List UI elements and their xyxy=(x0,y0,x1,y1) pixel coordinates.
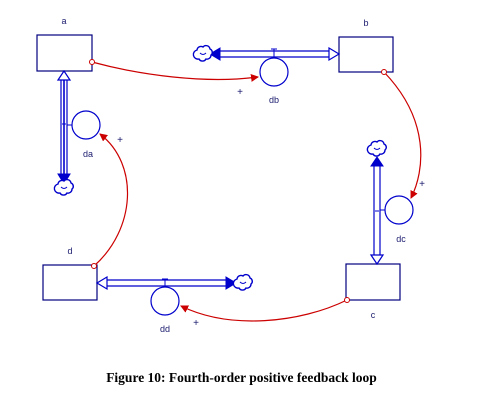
stock-a-label: a xyxy=(61,16,66,26)
flow-db-label: db xyxy=(269,95,279,105)
valve-icon xyxy=(71,110,101,140)
valve-icon xyxy=(150,286,180,316)
stock-d-label: d xyxy=(67,246,72,256)
valve-dc[interactable]: dc xyxy=(380,195,414,244)
cloud-icon xyxy=(366,139,387,157)
flow-dd-label: dd xyxy=(160,324,170,334)
figure-caption: Figure 10: Fourth-order positive feedbac… xyxy=(106,370,377,385)
stock-c-label: c xyxy=(371,310,376,320)
stock-d[interactable]: d xyxy=(42,246,98,301)
flow-pipe-db xyxy=(209,46,341,62)
stock-b[interactable]: b xyxy=(338,18,394,73)
link-d-da-polarity: + xyxy=(117,135,123,146)
stock-a[interactable]: a xyxy=(36,16,93,72)
stock-b-label: b xyxy=(363,18,368,28)
link-a-db-polarity: + xyxy=(237,87,243,98)
link-a-to-db[interactable]: + xyxy=(89,59,259,99)
valve-icon xyxy=(384,195,414,225)
cloud-icon xyxy=(232,273,253,291)
cloud-icon xyxy=(53,178,74,196)
valve-icon xyxy=(259,57,289,87)
valve-db[interactable]: db xyxy=(259,57,289,105)
flow-dc-label: dc xyxy=(396,234,406,244)
flow-da-label: da xyxy=(83,149,93,159)
link-c-dd-polarity: + xyxy=(193,318,199,329)
link-b-dc-polarity: + xyxy=(419,179,425,190)
flow-pipe-dd xyxy=(95,275,237,291)
link-b-to-dc[interactable]: + xyxy=(381,69,426,199)
link-c-to-dd[interactable]: + xyxy=(180,297,350,330)
flow-pipe-da xyxy=(56,69,72,185)
valve-da[interactable]: da xyxy=(67,110,101,159)
link-d-to-da[interactable]: + xyxy=(91,133,128,269)
valve-dd[interactable]: dd xyxy=(150,286,180,334)
stock-c[interactable]: c xyxy=(345,263,401,320)
cloud-icon xyxy=(192,44,213,62)
